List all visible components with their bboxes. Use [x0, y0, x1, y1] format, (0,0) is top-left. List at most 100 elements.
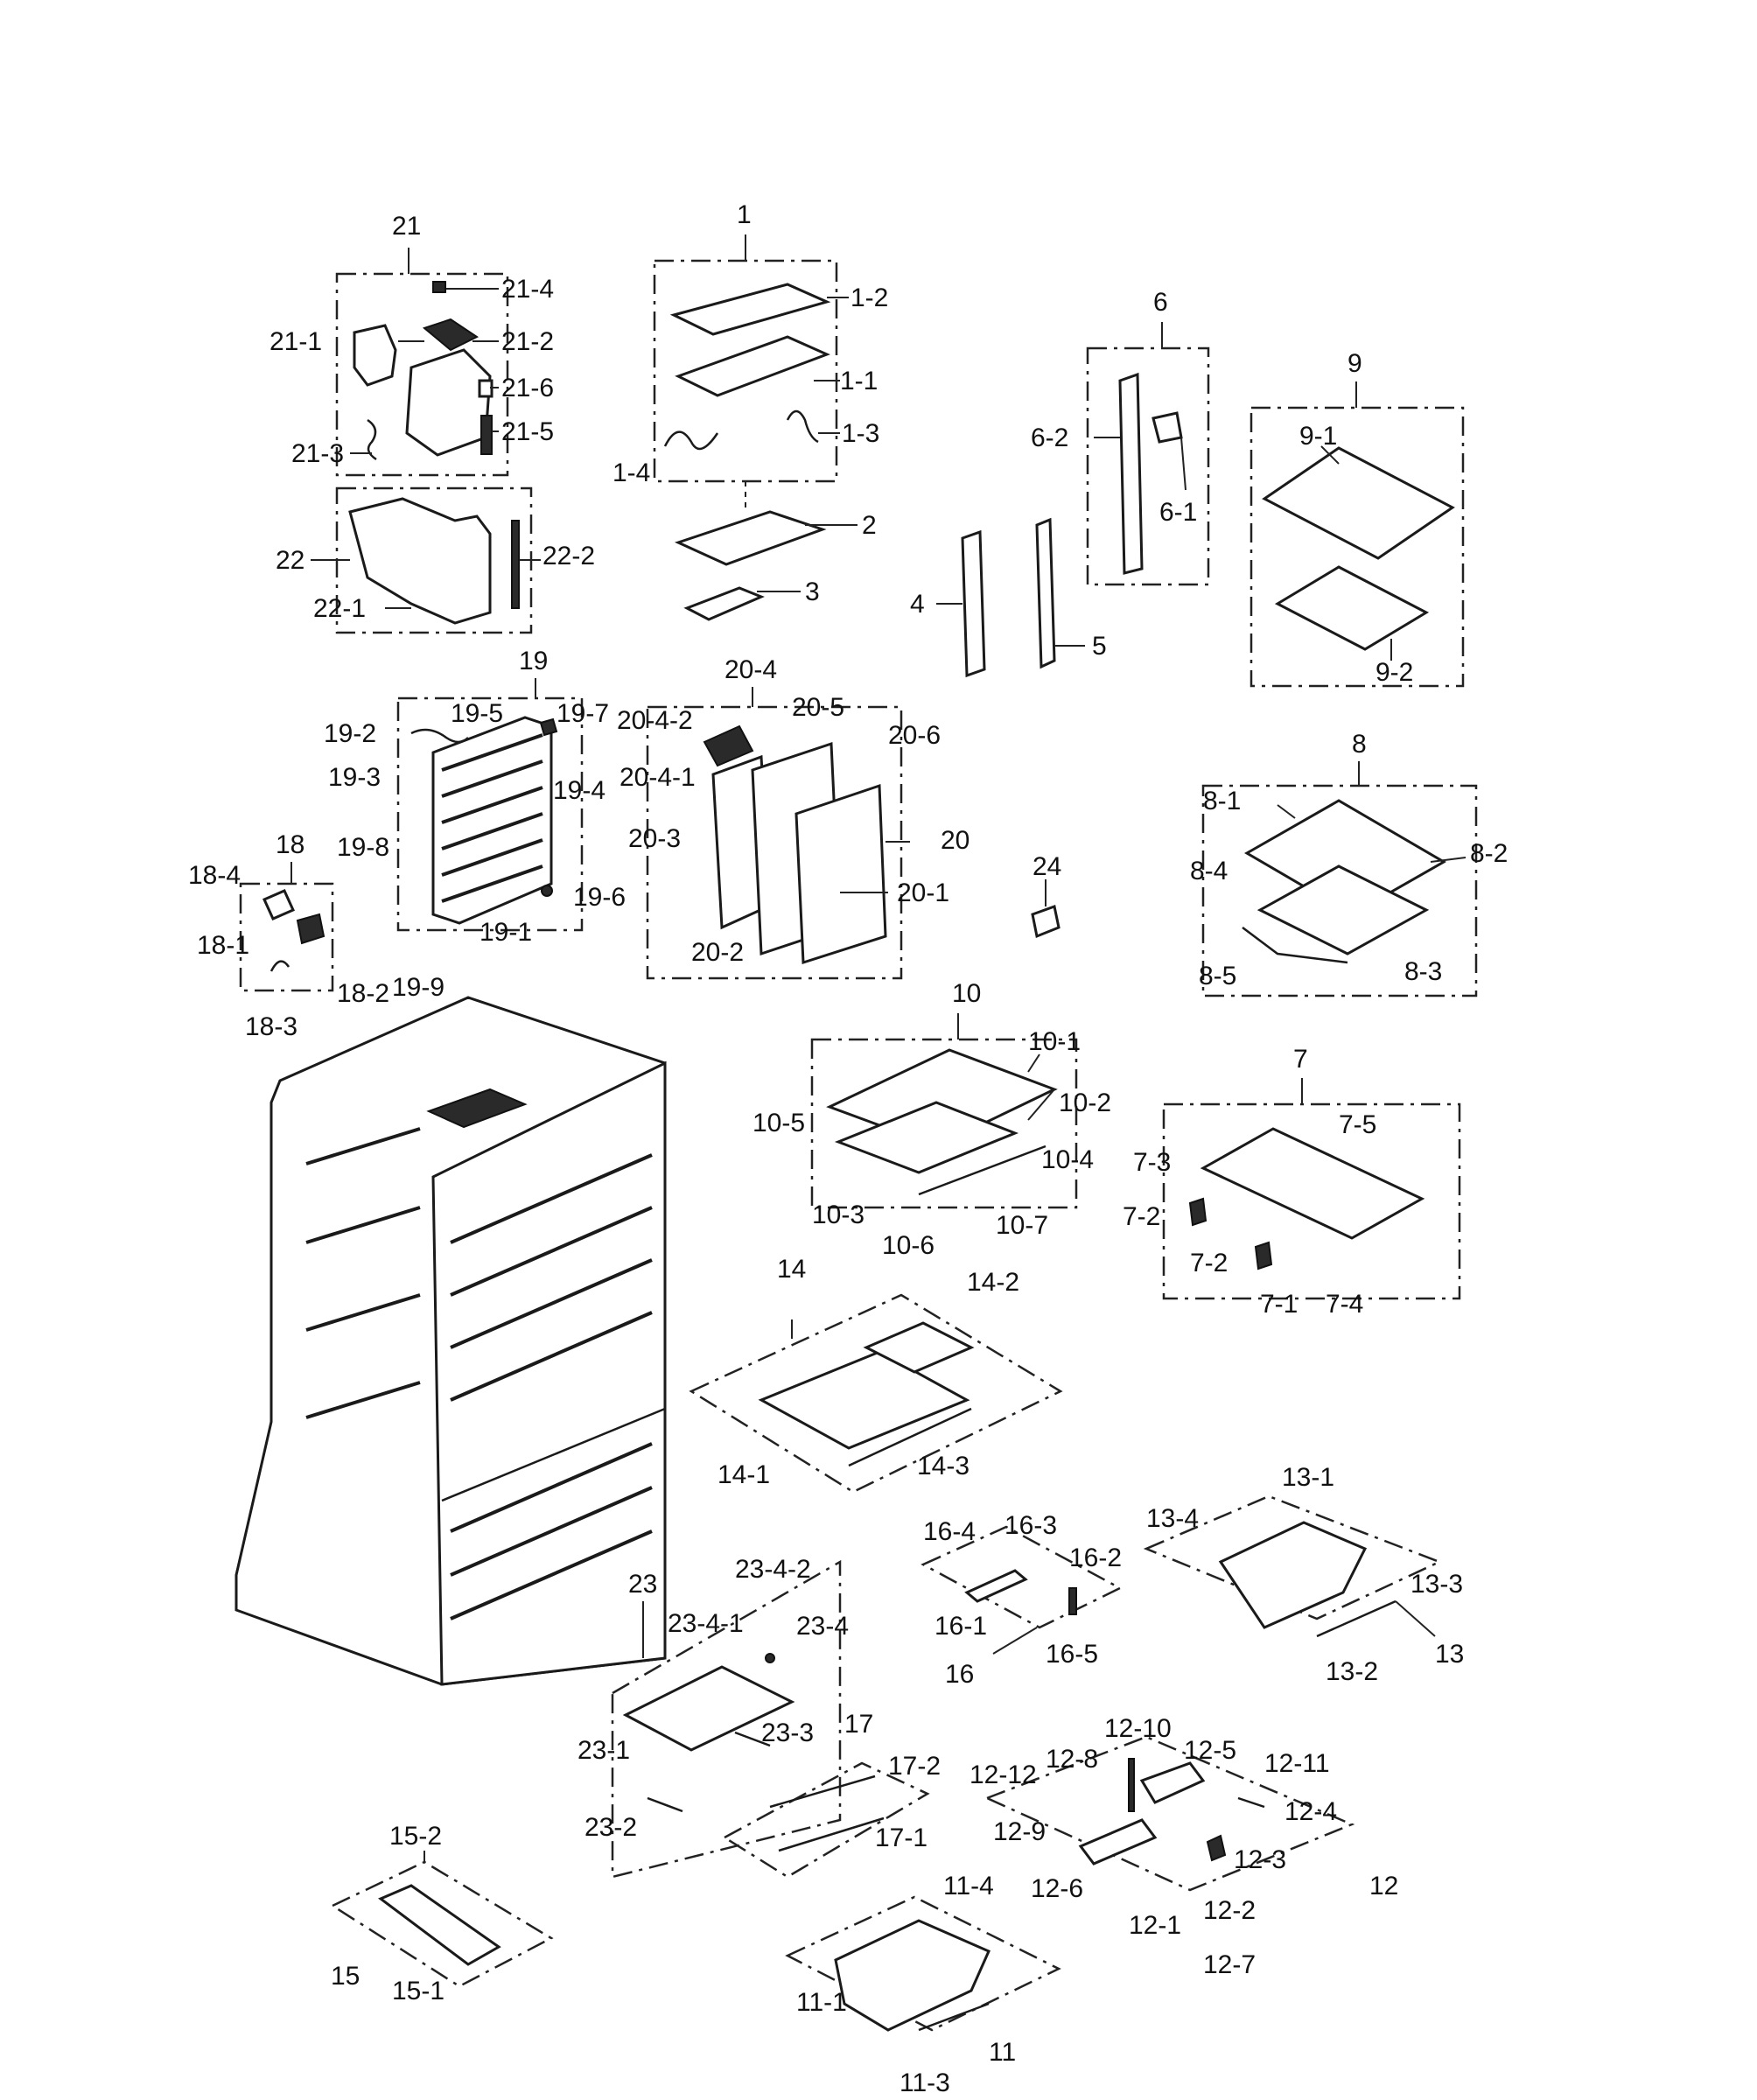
- callout-10-5: 10-5: [752, 1109, 805, 1138]
- tray-23-screw[interactable]: [765, 1653, 775, 1663]
- callout-8-1: 8-1: [1203, 787, 1241, 816]
- drawer-11-bin[interactable]: [834, 1919, 990, 2032]
- top-cover-harness-a[interactable]: [786, 410, 819, 444]
- shelf-8-glass[interactable]: [1256, 864, 1430, 956]
- door-rail-left[interactable]: [961, 529, 986, 678]
- cover-15-panel[interactable]: [378, 1884, 501, 1966]
- callout-16-3: 16-3: [1004, 1511, 1057, 1540]
- top-cover-plate[interactable]: [669, 283, 831, 336]
- evap-cover-front[interactable]: [794, 783, 887, 965]
- callout-12: 12: [1369, 1872, 1398, 1900]
- ice-maker-harness[interactable]: [367, 418, 377, 461]
- callout-21-2: 21-2: [501, 327, 554, 356]
- drawer-11-rail[interactable]: [918, 2002, 990, 2032]
- callout-17: 17: [844, 1710, 873, 1739]
- drawer-13-rail[interactable]: [1316, 1600, 1396, 1638]
- callout-11-1: 11-1: [796, 1988, 847, 2017]
- shelf-frame[interactable]: [1262, 446, 1455, 560]
- callout-20-4: 20-4: [724, 655, 777, 684]
- ice-maker-bracket[interactable]: [353, 324, 397, 387]
- ice-maker-assembly[interactable]: [405, 348, 492, 457]
- hinge-bar[interactable]: [1118, 372, 1144, 575]
- hinge-cap[interactable]: [1152, 411, 1183, 444]
- shelf-7-bracket-left[interactable]: [1188, 1197, 1208, 1227]
- callout-20-1: 20-1: [897, 878, 949, 907]
- drawer-13-bin[interactable]: [1218, 1521, 1368, 1629]
- dispenser-lever[interactable]: [1206, 1834, 1227, 1862]
- callout-22-1: 22-1: [313, 594, 366, 623]
- refrigerator-cabinet: [234, 996, 667, 1686]
- callout-18: 18: [276, 830, 304, 859]
- cabinet-control-box[interactable]: [426, 1088, 528, 1129]
- callout-6-1: 6-1: [1159, 498, 1197, 527]
- dispenser-spring[interactable]: [1237, 1796, 1265, 1809]
- callout-7-2-right: 7-2: [1190, 1249, 1228, 1278]
- shelf-10-glass[interactable]: [834, 1101, 1019, 1174]
- callout-13-3: 13-3: [1410, 1570, 1463, 1599]
- ice-bucket[interactable]: [348, 497, 492, 625]
- cover-gasket[interactable]: [674, 510, 827, 566]
- divider-frame[interactable]: [758, 1350, 970, 1450]
- rail-17-lower[interactable]: [778, 1816, 885, 1852]
- tray-23-bin[interactable]: [622, 1665, 795, 1752]
- evaporator-fuse[interactable]: [541, 885, 553, 897]
- tray-23-guide[interactable]: [647, 1796, 683, 1813]
- ice-maker-clip[interactable]: [432, 281, 446, 293]
- cover-bracket[interactable]: [683, 586, 765, 621]
- group-18-damper: 18 18-4 18-1 18-2 18-3: [188, 830, 389, 1041]
- group-14-boundary: [689, 1293, 1063, 1494]
- callout-12-6: 12-6: [1031, 1874, 1083, 1903]
- shelf-7-bracket-right[interactable]: [1254, 1241, 1273, 1270]
- shelf-10-rail[interactable]: [918, 1144, 1046, 1196]
- callout-21-6: 21-6: [501, 374, 554, 402]
- callout-18-1: 18-1: [197, 931, 249, 960]
- group-17-boundary: [722, 1761, 930, 1879]
- group-6-boundary: [1086, 346, 1210, 586]
- shelf-glass[interactable]: [1274, 565, 1430, 651]
- divider-rail[interactable]: [848, 1407, 972, 1467]
- callout-5: 5: [1092, 632, 1107, 661]
- shelf-8-slide[interactable]: [1242, 927, 1348, 964]
- ice-maker-cover[interactable]: [422, 318, 479, 352]
- ice-bucket-rail[interactable]: [511, 520, 520, 609]
- callout-8-3: 8-3: [1404, 957, 1442, 986]
- group-19-boundary: [396, 696, 584, 932]
- callout-14-2: 14-2: [967, 1268, 1019, 1297]
- callout-16-1: 16-1: [934, 1612, 987, 1641]
- shelf-7-glass[interactable]: [1200, 1127, 1425, 1240]
- top-cover-panel[interactable]: [675, 335, 830, 397]
- cabinet-front-face[interactable]: [431, 1060, 667, 1686]
- ice-maker-heater[interactable]: [480, 415, 493, 455]
- cover-16-panel[interactable]: [964, 1569, 1028, 1603]
- evaporator-fins: [441, 733, 543, 903]
- callout-23-1: 23-1: [578, 1736, 630, 1765]
- damper-wire[interactable]: [270, 960, 290, 972]
- top-cover-harness-b[interactable]: [663, 430, 719, 451]
- damper-motor[interactable]: [296, 913, 326, 945]
- group-8-boundary: [1201, 784, 1478, 998]
- dispenser-cover[interactable]: [1139, 1761, 1206, 1804]
- callout-16-4: 16-4: [923, 1517, 976, 1546]
- evap-fan-motor[interactable]: [703, 724, 754, 767]
- cover-16-pin[interactable]: [1068, 1587, 1077, 1615]
- ice-maker-sensor[interactable]: [478, 379, 494, 398]
- cabinet-liner-ridges: [305, 1127, 653, 1620]
- door-rail-right[interactable]: [1035, 517, 1056, 669]
- evaporator-sensor-wire[interactable]: [410, 728, 469, 744]
- callout-13-1: 13-1: [1282, 1463, 1334, 1492]
- callout-11-3: 11-3: [900, 2068, 950, 2097]
- callout-15: 15: [331, 1962, 360, 1991]
- evaporator-clip[interactable]: [539, 718, 558, 737]
- callout-12-9: 12-9: [993, 1817, 1046, 1846]
- part-24-shape[interactable]: [1031, 905, 1060, 939]
- dispenser-shaft[interactable]: [1128, 1758, 1135, 1812]
- rail-17-upper[interactable]: [769, 1774, 876, 1809]
- divider-cover[interactable]: [863, 1321, 975, 1374]
- callout-12-7: 12-7: [1203, 1950, 1256, 1979]
- callout-15-1: 15-1: [392, 1977, 444, 2006]
- callout-11: 11: [989, 2038, 1016, 2067]
- tray-23-rail[interactable]: [734, 1731, 771, 1747]
- group-8-shelf: 8-1 8 8-2 8-4 8-3 8-5: [1190, 730, 1508, 998]
- damper-cover[interactable]: [262, 889, 295, 920]
- dispenser-body[interactable]: [1078, 1818, 1158, 1866]
